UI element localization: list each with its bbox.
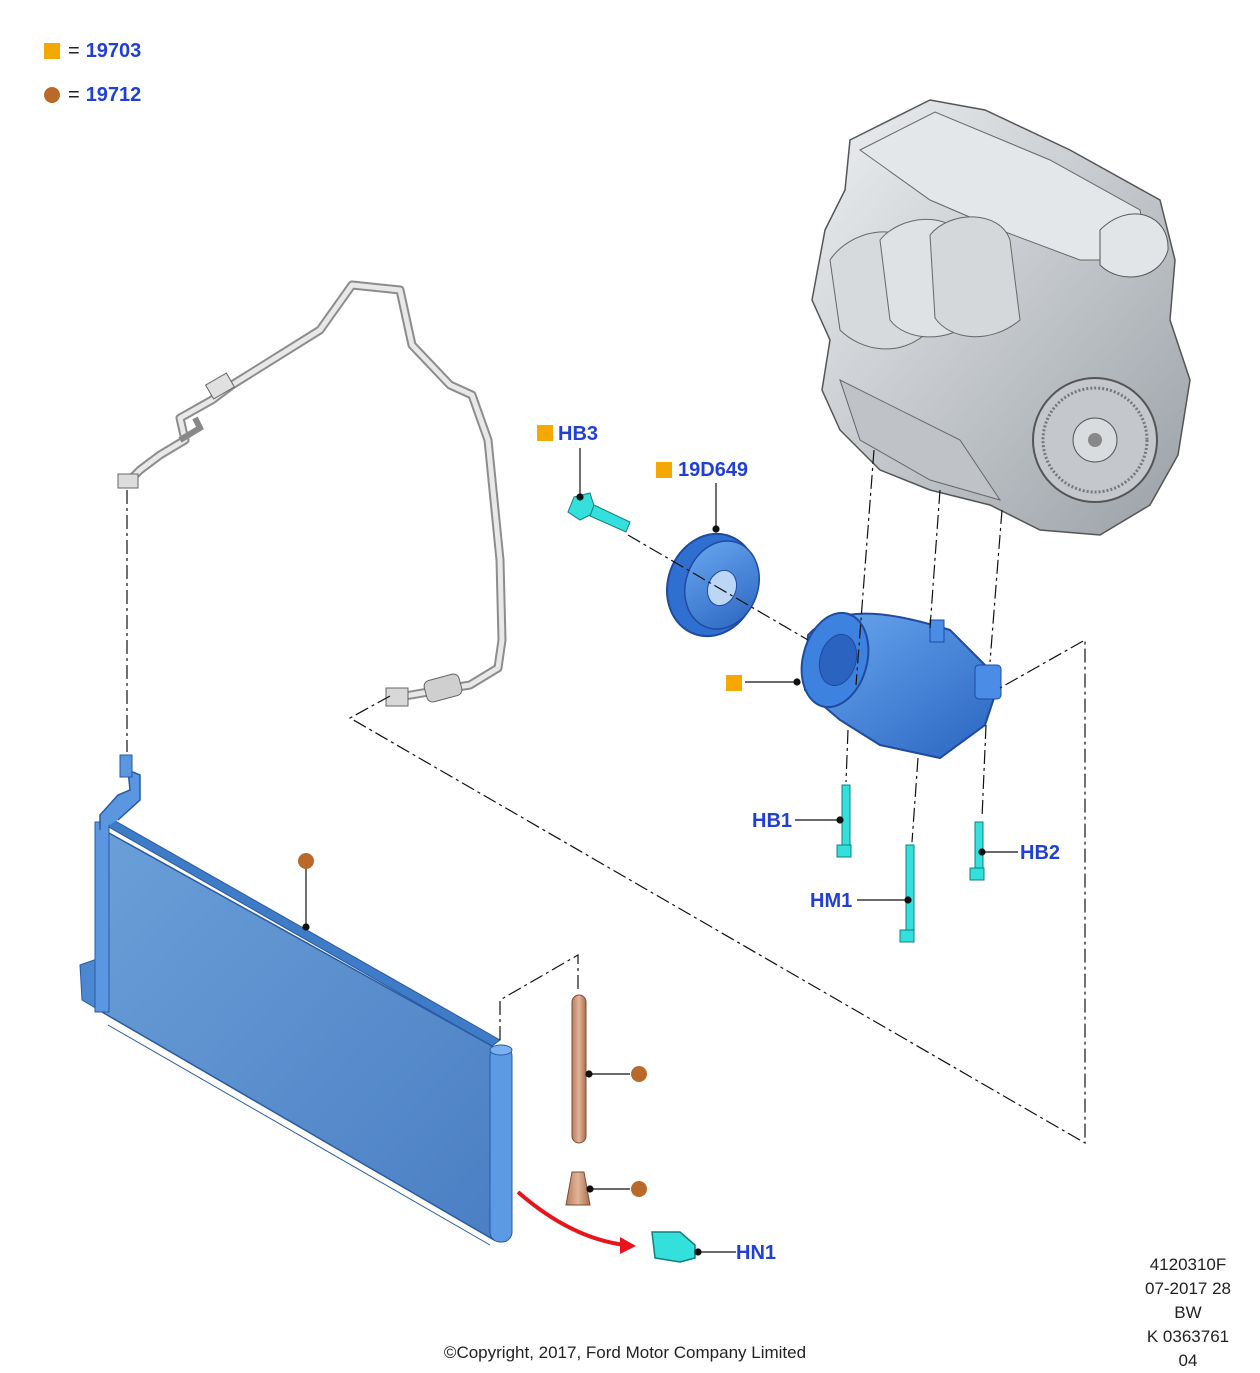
reference-code: 4120310F xyxy=(1149,1255,1227,1274)
drier-plug xyxy=(565,1171,591,1206)
callout-hb1[interactable]: HB1 xyxy=(752,810,793,832)
drawing-reference-block: 4120310F 07-2017 28 BW K 0363761 04 xyxy=(1038,1253,1238,1373)
receiver-drier xyxy=(571,994,587,1144)
leader-lines xyxy=(302,448,1018,1256)
square-icon xyxy=(44,43,60,59)
ac-condenser xyxy=(79,754,513,1246)
red-arrow-icon xyxy=(516,1190,636,1254)
bolt-hb2 xyxy=(969,821,985,881)
ac-compressor xyxy=(800,611,1002,760)
callout-hn1[interactable]: HN1 xyxy=(736,1242,777,1264)
callout-square-icon xyxy=(726,675,742,691)
bolt-hb3 xyxy=(567,492,631,533)
alignment-lines xyxy=(126,449,1086,1145)
callout-square-icon xyxy=(656,462,672,478)
legend-code: 19703 xyxy=(85,39,142,62)
callout-circle-icon xyxy=(631,1066,647,1082)
callout-square-icon xyxy=(537,425,553,441)
callout-circle-icon xyxy=(298,853,314,869)
callout-19d649[interactable]: 19D649 xyxy=(678,459,749,481)
callout-hm1[interactable]: HM1 xyxy=(810,890,853,912)
pressure-sensor-hn1 xyxy=(651,1231,696,1263)
legend-equals: = xyxy=(68,39,80,62)
copyright-notice: ©Copyright, 2017, Ford Motor Company Lim… xyxy=(443,1343,807,1362)
callout-hb2[interactable]: HB2 xyxy=(1020,842,1061,864)
compressor-pulley xyxy=(665,532,760,638)
ac-pressure-line xyxy=(117,280,507,707)
reference-number: K 0363761 04 xyxy=(1146,1327,1230,1370)
callout-circle-icon xyxy=(631,1181,647,1197)
legend-equals: = xyxy=(68,83,80,106)
engine-assembly xyxy=(811,99,1191,536)
reference-date: 07-2017 28 xyxy=(1144,1279,1232,1298)
bolt-hm1 xyxy=(899,844,915,943)
bolt-hb1 xyxy=(836,784,852,858)
reference-initials: BW xyxy=(1174,1303,1202,1322)
circle-icon xyxy=(44,87,60,103)
legend-row-19703[interactable]: = 19703 xyxy=(44,38,141,64)
legend-code: 19712 xyxy=(85,83,142,106)
callout-hb3[interactable]: HB3 xyxy=(558,423,599,445)
legend-row-19712[interactable]: = 19712 xyxy=(44,82,141,108)
